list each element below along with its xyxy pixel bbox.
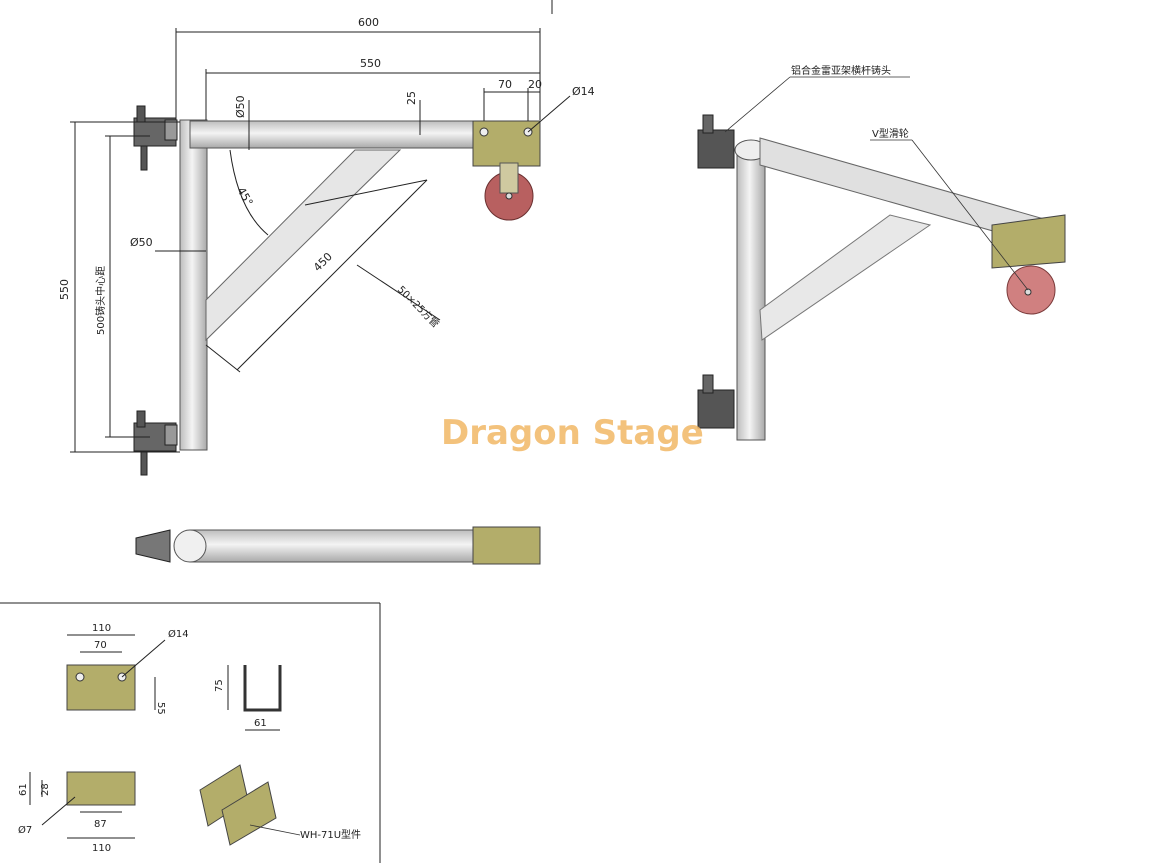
detail-dim-87: 87 — [94, 819, 107, 830]
detail-dim-61-left: 61 — [18, 783, 29, 796]
iso-clamp-bottom — [697, 374, 735, 429]
detail-dim-110-top: 110 — [92, 623, 111, 634]
callout-wheel: V型滑轮 — [872, 127, 909, 140]
bolt-hole — [479, 127, 489, 137]
detail-dim-dia7: Ø7 — [18, 824, 32, 836]
dim-50x25: 50×25方管 — [395, 283, 442, 330]
dim-450: 450 — [311, 250, 335, 274]
wheel-axle — [505, 192, 513, 200]
detail-plate-top — [66, 771, 136, 806]
dim-500-center: 500铸头中心距 — [94, 266, 107, 335]
diagonal-brace — [205, 149, 402, 342]
detail-dim-61-bottom: 61 — [254, 718, 267, 729]
detail-dim-28: 28 — [40, 783, 51, 796]
detail-dim-dia14: Ø14 — [168, 628, 189, 640]
iso-wheel-axle — [1024, 288, 1032, 296]
clamp-top — [133, 105, 178, 171]
iso-view: 铝合金雷亚架横杆铸头 V型滑轮 — [697, 64, 1066, 441]
top-view-plate — [472, 526, 541, 565]
dim-70: 70 — [498, 78, 512, 91]
dim-25: 25 — [405, 91, 418, 105]
watermark: Dragon Stage — [441, 413, 704, 453]
detail-u-part-front — [221, 781, 277, 846]
detail-plate-front — [66, 664, 136, 711]
dim-dia50-top: Ø50 — [234, 95, 247, 118]
callout-head: 铝合金雷亚架横杆铸头 — [791, 64, 891, 77]
iso-plate — [991, 214, 1066, 269]
iso-brace — [759, 214, 932, 341]
top-view-wedge — [135, 529, 171, 563]
top-view-tube-end — [173, 529, 207, 563]
dim-550-top: 550 — [360, 57, 381, 70]
top-view — [135, 526, 541, 565]
detail-dim-55: 55 — [155, 702, 166, 715]
vertical-tube — [179, 119, 208, 451]
detail-panel: 110 70 Ø14 55 75 61 61 28 Ø7 87 110 WH-7… — [0, 602, 381, 863]
detail-part-label: WH-71U型件 — [300, 828, 361, 841]
dim-600: 600 — [358, 16, 379, 29]
iso-wheel — [1006, 265, 1056, 315]
dim-20: 20 — [528, 78, 542, 91]
front-view: 600 550 70 20 Ø50 25 Ø14 45° 450 50×25方管… — [58, 0, 595, 476]
detail-dim-70: 70 — [94, 640, 107, 651]
dim-550-left: 550 — [58, 279, 71, 300]
dim-dia50-left: Ø50 — [130, 236, 153, 249]
dim-45deg: 45° — [234, 185, 255, 208]
dim-dia14: Ø14 — [572, 85, 595, 98]
detail-dim-110-bottom: 110 — [92, 843, 111, 854]
iso-vertical-tube — [736, 149, 766, 441]
iso-clamp-top — [697, 114, 735, 169]
detail-u-profile — [243, 665, 282, 712]
wheel-fork — [499, 162, 519, 194]
horizontal-tube — [189, 120, 476, 149]
detail-dim-75: 75 — [214, 679, 225, 692]
clamp-bottom — [133, 410, 178, 476]
detail-hole — [75, 672, 85, 682]
